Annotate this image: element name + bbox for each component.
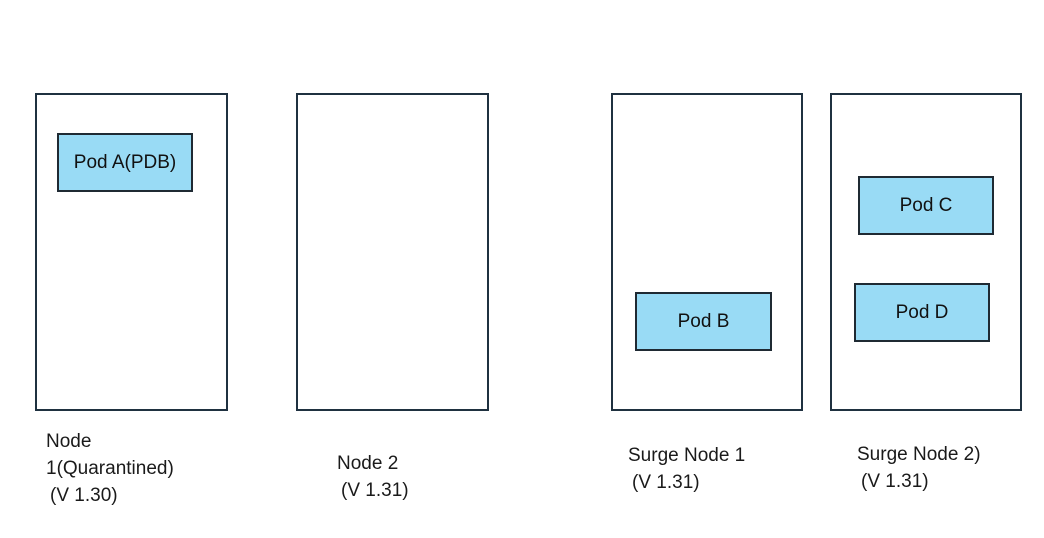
surge-node-2-caption: Surge Node 2) (V 1.31) — [857, 441, 981, 495]
node-2-label: Node 2 — [337, 453, 399, 474]
surge-node-1-box — [611, 93, 803, 411]
pod-d: Pod D — [854, 283, 990, 342]
pod-d-label: Pod D — [895, 301, 949, 323]
surge-node-2-box — [830, 93, 1022, 411]
pod-b: Pod B — [635, 292, 772, 351]
pod-c: Pod C — [858, 176, 994, 235]
node-1-label-line2: 1(Quarantined) — [46, 458, 174, 479]
node-2-caption: Node 2 (V 1.31) — [337, 450, 409, 504]
node-2-version: (V 1.31) — [341, 480, 409, 501]
pod-a: Pod A(PDB) — [57, 133, 193, 192]
surge-node-2-label: Surge Node 2) — [857, 444, 981, 465]
surge-node-1-version: (V 1.31) — [632, 472, 700, 493]
node-2-box — [296, 93, 489, 411]
pod-a-label: Pod A(PDB) — [73, 151, 177, 173]
surge-node-2-version: (V 1.31) — [861, 471, 929, 492]
node-1-caption: Node 1(Quarantined) (V 1.30) — [46, 428, 174, 509]
node-1-label-line1: Node — [46, 431, 92, 452]
pod-b-label: Pod B — [677, 310, 730, 332]
node-1-version: (V 1.30) — [50, 485, 118, 506]
pod-c-label: Pod C — [899, 194, 953, 216]
surge-node-1-caption: Surge Node 1 (V 1.31) — [628, 442, 745, 496]
surge-node-1-label: Surge Node 1 — [628, 445, 746, 466]
